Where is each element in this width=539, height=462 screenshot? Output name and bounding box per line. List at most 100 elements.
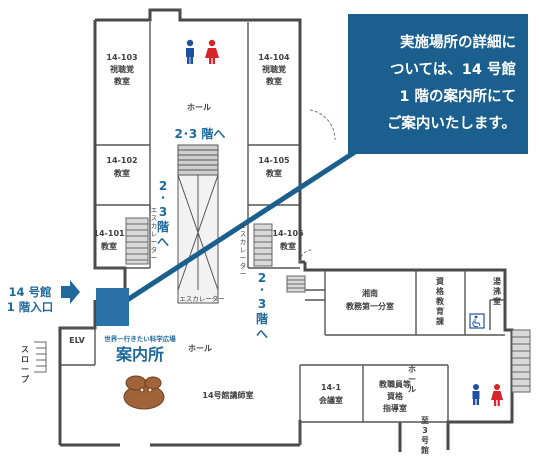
- wc-male-icon: [186, 39, 194, 64]
- escalator-char: ス: [151, 214, 158, 222]
- room-14-106: 14-106 教室: [272, 229, 304, 251]
- hall-char: ル: [408, 385, 416, 394]
- entrance-marker: [96, 288, 129, 326]
- entrance-label: 14 号館 1 階入口: [7, 285, 54, 314]
- wc-female-icon: [491, 384, 503, 406]
- entrance-line: 14 号館: [8, 285, 51, 299]
- to-floors-left: 2 ･ 3 階 へ: [157, 179, 169, 249]
- room-14-102: 14-102 教室: [106, 156, 137, 178]
- escalator-char: エ: [240, 222, 247, 230]
- escalator-label-left: エ ス カ レ ー タ ー: [151, 206, 158, 262]
- stairs-west: [34, 341, 47, 373]
- escalator-char: ー: [151, 254, 158, 262]
- room-shikaku-kyoiku: 資 格 教 育 課: [435, 276, 445, 326]
- entrance-arrow-icon: [61, 280, 80, 304]
- mascot-figure-icon: [123, 375, 165, 410]
- room-name-char: 沸: [493, 286, 501, 296]
- hall-char: ホ: [408, 365, 416, 374]
- slope-label: ス ロ ー プ: [21, 345, 30, 384]
- room-name: 教職員等: [378, 379, 411, 389]
- escalator-char: カ: [151, 222, 158, 230]
- wc-male-icon: [472, 384, 480, 405]
- room-14-101: 14-101 教室: [93, 229, 125, 251]
- escalator-char: エ: [151, 206, 158, 214]
- slope-char: ロ: [21, 355, 29, 364]
- to-bldg-char: 至: [421, 416, 429, 425]
- entrance-line: 1 階入口: [7, 300, 54, 314]
- stairs-right: [253, 223, 273, 267]
- room-name: 会議室: [319, 395, 343, 405]
- room-name: 視聴覚: [109, 64, 134, 74]
- room-name-char: 湯: [493, 276, 501, 286]
- escalator-char: タ: [151, 245, 158, 254]
- to-floors-char: 階: [256, 311, 268, 326]
- room-name: 教務第一分室: [345, 301, 394, 311]
- hall-label-right: ホ ー ル: [408, 365, 416, 394]
- room-14-104: 14-104 視聴覚 教室: [258, 53, 290, 86]
- escalator-char: ー: [240, 270, 247, 278]
- room-number: 14-106: [272, 229, 304, 238]
- stairs-entry: [286, 275, 306, 293]
- elevator-label: ELV: [69, 336, 85, 345]
- room-name-char: 育: [436, 306, 444, 316]
- room-name-char: 格: [436, 286, 445, 296]
- to-building-3-label: 至 3 号 館: [420, 416, 429, 455]
- room-name: 教室: [265, 76, 282, 86]
- callout-pointer: [116, 147, 360, 309]
- info-desk-subtitle: 世界一行きたい科学広場: [104, 334, 176, 343]
- to-bldg-char: 3: [422, 426, 428, 435]
- to-floors-char: 3: [159, 205, 167, 219]
- room-yufutsu: 湯 沸 室: [493, 276, 501, 306]
- room-name-char: 室: [493, 296, 501, 306]
- slope-char: ー: [21, 365, 29, 374]
- info-desk-title: 案内所: [115, 345, 164, 364]
- room-name: 視聴覚: [261, 64, 286, 74]
- to-floors-char: 3: [258, 297, 266, 311]
- escalator-char: ス: [240, 230, 247, 238]
- room-shidou: 教職員等 資格 指導室: [378, 379, 411, 413]
- to-bldg-char: 館: [420, 445, 429, 455]
- room-14-1-kaigi: 14-1 会議室: [319, 383, 343, 405]
- callout-line-4: ご案内いたします。: [387, 114, 516, 132]
- slope-char: ス: [21, 345, 29, 354]
- accessible-toilet-icon: [469, 313, 485, 329]
- escalator-char: レ: [240, 246, 247, 254]
- callout-line-2: ついては、14 号館: [390, 60, 516, 78]
- room-14-105: 14-105 教室: [258, 156, 290, 178]
- room-name: 教室: [113, 76, 130, 86]
- hall-char: ー: [408, 375, 416, 384]
- wc-female-icon: [205, 39, 219, 64]
- to-floors-char: 2: [159, 179, 167, 193]
- slope-char: プ: [21, 374, 30, 384]
- to-floors-char: 2: [258, 271, 266, 285]
- room-koushi: 14号館講師室: [202, 390, 253, 400]
- escalator-label-bottom: エスカレーター: [179, 294, 225, 303]
- info-desk-label: 世界一行きたい科学広場 案内所: [104, 334, 176, 364]
- room-name: 湘南: [362, 288, 378, 298]
- escalator-char: レ: [151, 230, 158, 238]
- to-floors-char: へ: [157, 235, 169, 249]
- hall-label-bottom: ホール: [188, 344, 212, 353]
- room-name: 教室: [279, 241, 296, 251]
- room-name: 指導室: [383, 403, 407, 413]
- room-number: 14-1: [321, 383, 341, 392]
- to-floors-char: ･: [160, 191, 166, 205]
- callout-line-3: 1 階の案内所にて: [399, 87, 516, 105]
- escalator-char: タ: [240, 261, 247, 270]
- room-number: 14-103: [106, 53, 137, 62]
- room-14-103: 14-103 視聴覚 教室: [106, 53, 137, 86]
- to-floors-char: ･: [259, 283, 265, 297]
- room-name: 教室: [100, 241, 117, 251]
- room-number: 14-101: [93, 229, 125, 238]
- stairs-left: [125, 217, 149, 265]
- to-bldg-char: 号: [421, 436, 429, 445]
- escalator-central: [177, 144, 219, 304]
- escalator-char: カ: [240, 238, 247, 246]
- room-name: 教室: [113, 168, 130, 178]
- escalator-char: ー: [240, 254, 247, 262]
- room-number: 14-104: [258, 53, 290, 62]
- escalator-char: ー: [151, 238, 158, 246]
- stairs-east: [511, 329, 531, 393]
- door-arcs: [299, 109, 336, 263]
